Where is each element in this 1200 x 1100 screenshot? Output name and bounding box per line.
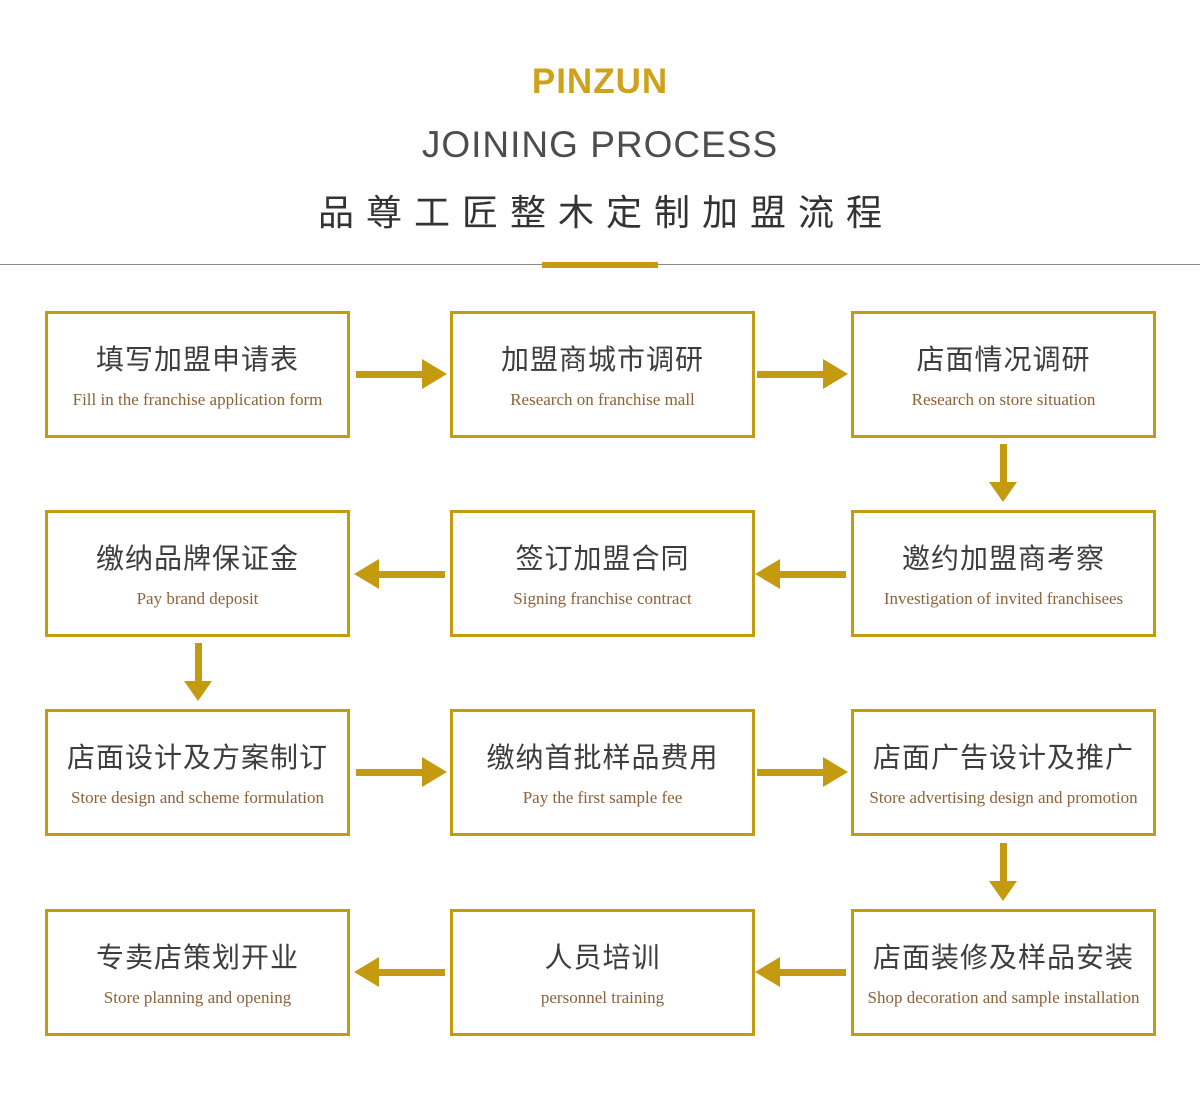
arrow-head [989,482,1017,502]
arrow-head [422,359,447,389]
flow-step-5: 签订加盟合同 Signing franchise contract [450,510,755,637]
step-title-cn: 缴纳品牌保证金 [95,543,299,575]
arrow-head [354,957,379,987]
step-title-cn: 专卖店策划开业 [95,942,299,974]
arrow-right-icon [757,757,849,787]
step-caption-en: Store advertising design and promotion [869,788,1138,808]
arrow-shaft [780,570,846,578]
arrow-shaft [356,768,422,776]
step-title-cn: 店面广告设计及推广 [872,742,1134,774]
step-caption-en: Pay brand deposit [136,589,259,609]
arrow-shaft [379,968,445,976]
flow-step-7: 店面设计及方案制订 Store design and scheme formul… [45,709,350,836]
step-title-cn: 人员培训 [544,942,661,974]
arrow-shaft [999,843,1007,881]
arrow-shaft [356,370,422,378]
arrow-shaft [379,570,445,578]
arrow-head [989,881,1017,901]
arrow-left-icon [755,559,847,589]
step-caption-en: Research on franchise mall [510,390,695,410]
flow-step-1: 填写加盟申请表 Fill in the franchise applicatio… [45,311,350,438]
flow-step-8: 缴纳首批样品费用 Pay the first sample fee [450,709,755,836]
page-title-cn: 品尊工匠整木定制加盟流程 [317,192,894,233]
flow-step-9: 店面广告设计及推广 Store advertising design and p… [851,709,1156,836]
arrow-shaft [757,370,823,378]
arrow-shaft [780,968,846,976]
step-title-cn: 加盟商城市调研 [500,344,704,376]
arrow-shaft [999,444,1007,482]
flow-step-10: 店面装修及样品安装 Shop decoration and sample ins… [851,909,1156,1036]
step-title-cn: 缴纳首批样品费用 [486,742,719,774]
flow-step-3: 店面情况调研 Research on store situation [851,311,1156,438]
arrow-down-icon [988,843,1018,901]
step-caption-en: Fill in the franchise application form [72,390,323,410]
flow-step-11: 人员培训 personnel training [450,909,755,1036]
arrow-down-icon [988,444,1018,502]
arrow-shaft [757,768,823,776]
step-caption-en: Signing franchise contract [513,589,692,609]
arrow-left-icon [354,559,446,589]
flow-step-4: 邀约加盟商考察 Investigation of invited franchi… [851,510,1156,637]
page-subtitle-en: JOINING PROCESS [421,124,779,165]
arrow-head [823,757,848,787]
arrow-right-icon [757,359,849,389]
flow-step-12: 专卖店策划开业 Store planning and opening [45,909,350,1036]
flow-step-2: 加盟商城市调研 Research on franchise mall [450,311,755,438]
arrow-head [755,559,780,589]
step-caption-en: Store planning and opening [103,988,292,1008]
arrow-right-icon [356,757,448,787]
step-caption-en: Store design and scheme formulation [70,788,325,808]
arrow-right-icon [356,359,448,389]
arrow-left-icon [755,957,847,987]
step-caption-en: Investigation of invited franchisees [883,589,1124,609]
divider-gold-accent [542,262,658,268]
step-title-cn: 填写加盟申请表 [95,344,299,376]
arrow-down-icon [183,643,213,701]
header-divider [0,262,1200,268]
arrow-left-icon [354,957,446,987]
flow-step-6: 缴纳品牌保证金 Pay brand deposit [45,510,350,637]
brand-title: PINZUN [531,62,669,101]
step-title-cn: 签订加盟合同 [515,543,690,575]
step-caption-en: Research on store situation [911,390,1096,410]
step-title-cn: 店面情况调研 [916,344,1091,376]
step-title-cn: 邀约加盟商考察 [901,543,1105,575]
arrow-head [422,757,447,787]
step-title-cn: 店面设计及方案制订 [66,742,328,774]
arrow-head [823,359,848,389]
arrow-head [184,681,212,701]
arrow-shaft [194,643,202,681]
step-caption-en: Shop decoration and sample installation [867,988,1140,1008]
arrow-head [755,957,780,987]
step-caption-en: Pay the first sample fee [522,788,683,808]
step-title-cn: 店面装修及样品安装 [872,942,1134,974]
arrow-head [354,559,379,589]
step-caption-en: personnel training [540,988,665,1008]
